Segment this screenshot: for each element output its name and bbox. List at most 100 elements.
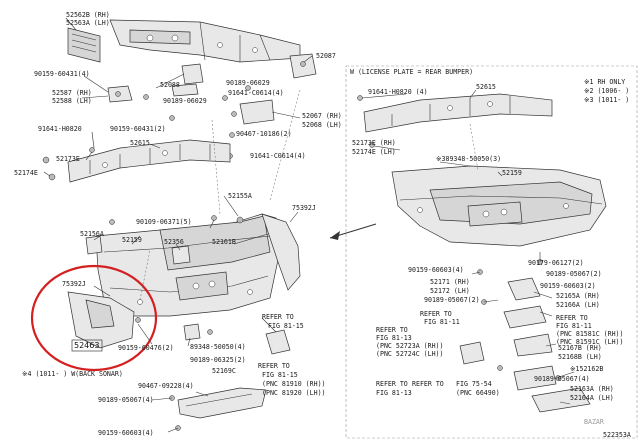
label-r-refer-e: REFER TO bbox=[376, 380, 408, 388]
label-r-52165a: 52165A (RH) bbox=[556, 292, 600, 300]
label-r-pnc-81581: (PNC 81581C (RH)) bbox=[556, 330, 624, 338]
label-r-52162b: ※152162B bbox=[570, 365, 603, 373]
label-89348-50050: 89348-50050(4) bbox=[190, 343, 246, 351]
label-90189-06029-b: 90189-06029 bbox=[226, 79, 270, 87]
label-note-2: ※2 (1006- ) bbox=[584, 87, 629, 95]
label-r-fig-81-11-b: FIG 81-11 bbox=[556, 322, 592, 330]
label-refer-to-1: REFER TO bbox=[262, 313, 294, 321]
label-r-refer-b: REFER TO bbox=[556, 314, 588, 322]
label-r-52174e: 52174E (LH) bbox=[352, 148, 396, 156]
label-52067: 52067 (RH) bbox=[302, 112, 342, 120]
label-52088: 52088 bbox=[160, 81, 180, 89]
label-r-52166a: 52166A (LH) bbox=[556, 301, 600, 309]
label-r-52167b: 52167B (RH) bbox=[558, 344, 602, 352]
label-90467-09228: 90467-09228(4) bbox=[138, 382, 194, 390]
label-rh-only: ※1 RH ONLY bbox=[584, 78, 625, 86]
stay-52088 bbox=[171, 63, 204, 97]
label-r-90179: 90179-06127(2) bbox=[528, 259, 584, 267]
label-91641-c0614-b: 91641-C0614(4) bbox=[250, 152, 306, 160]
label-r-pnc-52724: (PNC 52724C (LH)) bbox=[376, 350, 444, 358]
label-52159: 52159 bbox=[122, 236, 142, 244]
label-pnc-81910: (PNC 81910 (RH)) bbox=[262, 380, 326, 388]
label-52155a: 52155A bbox=[228, 192, 252, 200]
label-90159-60476: 90159-60476(2) bbox=[118, 344, 174, 352]
bracket-52356 bbox=[171, 245, 191, 265]
end-cap-52463 bbox=[67, 291, 141, 349]
label-r-52163a: 52163A (RH) bbox=[570, 385, 614, 393]
label-90189-06325: 90189-06325(2) bbox=[190, 356, 246, 364]
bolt-52155a bbox=[211, 215, 244, 224]
right-panel-frame bbox=[345, 65, 638, 439]
rear-bumper-cover-left bbox=[95, 213, 279, 317]
label-52463: 52463 bbox=[74, 341, 99, 350]
label-r-52168b: 52168B (LH) bbox=[558, 353, 602, 361]
left-labels: 52562B (RH) 52563A (LH) 90159-60431(4) 5… bbox=[14, 11, 342, 437]
upper-frame-assembly bbox=[109, 19, 301, 63]
label-90159-60431-b: 90159-60431(2) bbox=[110, 125, 166, 133]
bracket-52587 bbox=[107, 85, 133, 103]
label-pnc-81920: (PNC 81920 (LH)) bbox=[262, 389, 326, 397]
label-52169c: 52169C bbox=[212, 367, 236, 375]
label-r-90189-05067-c: 90189-05067(4) bbox=[534, 375, 590, 383]
stay-52087 bbox=[289, 53, 317, 79]
retainer-52156a bbox=[85, 219, 115, 255]
small-hardware bbox=[143, 85, 251, 121]
right-bumper-cover bbox=[391, 165, 607, 247]
label-52563a: 52563A (LH) bbox=[66, 19, 110, 27]
label-52174e: 52174E bbox=[14, 169, 38, 177]
bracket-52562b bbox=[67, 27, 101, 63]
label-90109-06371: 90109-06371(5) bbox=[136, 218, 192, 226]
label-52087: 52087 bbox=[316, 52, 336, 60]
step-pad-52169c bbox=[169, 387, 267, 431]
label-r-fig-81-13-a: FIG 81-13 bbox=[376, 334, 412, 342]
label-r-52173e: 52173E (RH) bbox=[352, 139, 396, 147]
label-r-fig-81-11-a: FIG 81-11 bbox=[424, 318, 460, 326]
label-r-52164a: 52164A (LH) bbox=[570, 394, 614, 402]
label-52587: 52587 (RH) bbox=[52, 89, 92, 97]
label-note-3: ※3 (1011- ) bbox=[584, 96, 629, 104]
label-r-52171: 52171 (RH) bbox=[430, 278, 470, 286]
label-r-90159-60603-b: 90159-60603(2) bbox=[540, 282, 596, 290]
label-r-90189-05067-b: 90189-05067(2) bbox=[424, 296, 480, 304]
leader-lines bbox=[43, 17, 575, 433]
label-back-sonar-note: ※4 (1011- ) W(BACK SONAR) bbox=[22, 370, 123, 378]
label-r-52615: 52615 bbox=[476, 83, 496, 91]
label-52161b: 52161B bbox=[212, 238, 236, 246]
right-reinforcement-52615 bbox=[357, 93, 553, 148]
label-91641-h0820: 91641-H0820 bbox=[38, 125, 82, 133]
label-r-refer-d: REFER TO bbox=[412, 380, 444, 388]
label-r-90189-05067: 90189-05067(2) bbox=[546, 270, 602, 278]
label-fig-81-15-a: FIG 81-15 bbox=[268, 322, 304, 330]
label-r-52159: 52159 bbox=[502, 169, 522, 177]
label-r-52172: 52172 (LH) bbox=[430, 287, 470, 295]
label-r-pnc-52723: (PNC 52723A (RH)) bbox=[376, 342, 444, 350]
label-r-fig-81-13-b: FIG 81-13 bbox=[376, 389, 412, 397]
label-fig-81-15-b: FIG 81-15 bbox=[262, 371, 298, 379]
label-r-pnc-66490: (PNC 66490) bbox=[456, 389, 500, 397]
label-52173e: 52173E bbox=[56, 155, 80, 163]
label-75392j-top: 75392J bbox=[292, 204, 316, 212]
label-license-plate-header: W (LICENSE PLATE = REAR BUMPER) bbox=[350, 68, 473, 76]
label-90159-60431: 90159-60431(4) bbox=[34, 70, 90, 78]
label-52562b: 52562B (RH) bbox=[66, 11, 110, 19]
label-r-90159-60603: 90159-60603(4) bbox=[408, 266, 464, 274]
label-52615: 52615 bbox=[130, 139, 150, 147]
label-90159-60603: 90159-60603(4) bbox=[98, 429, 154, 437]
label-75392j: 75392J bbox=[62, 280, 86, 288]
label-52588: 52588 (LH) bbox=[52, 97, 92, 105]
highlight-circle bbox=[30, 264, 158, 372]
label-r-pnc-81591: (PNC 81591C (LH)) bbox=[556, 338, 624, 346]
label-r-refer-a: REFER TO bbox=[420, 310, 452, 318]
label-90189-05067: 90189-05067(4) bbox=[98, 396, 154, 404]
reinforcement-52615 bbox=[67, 139, 231, 183]
label-watermark: BAZAR bbox=[584, 418, 604, 426]
label-90189-06029-a: 90189-06029 bbox=[163, 97, 207, 105]
label-r-89348: ※389348-50050(3) bbox=[436, 155, 501, 163]
right-brackets bbox=[459, 259, 591, 413]
right-labels: W (LICENSE PLATE = REAR BUMPER) ※1 RH ON… bbox=[350, 68, 631, 439]
clip-52173e bbox=[42, 147, 95, 181]
label-52356: 52356 bbox=[164, 238, 184, 246]
label-r-91641-h0820: 91641-H0820 (4) bbox=[368, 88, 428, 96]
